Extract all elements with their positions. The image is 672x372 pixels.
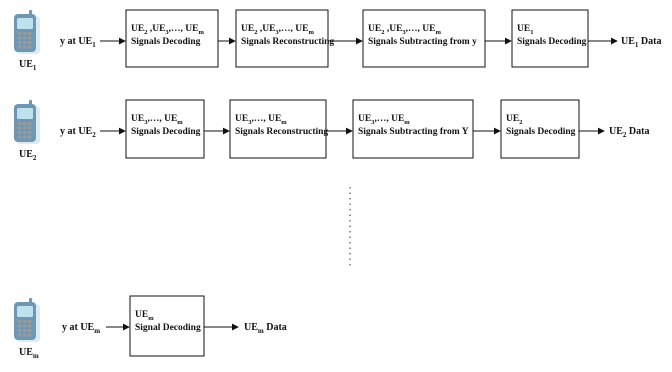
box-operation: Signals Subtracting from Y <box>358 127 469 137</box>
box-title: UE3,…, UEm <box>131 114 183 126</box>
input-label: y at UE2 <box>60 126 96 139</box>
mobile-phone-icon <box>14 10 40 54</box>
box-title: UE2 ,UE3,…, UEm <box>241 24 314 36</box>
output-label: UEm Data <box>244 322 287 335</box>
box-title: UEm <box>135 310 154 322</box>
box-operation: Signals Reconstructing <box>241 37 334 47</box>
box-operation: Signals Reconstructing <box>235 127 328 137</box>
device-label: UEm <box>19 347 39 360</box>
box-operation: Signal Decoding <box>135 323 201 333</box>
box-title: UE3,…, UEm <box>235 114 287 126</box>
box-operation: Signals Decoding <box>131 37 201 47</box>
mobile-phone-icon <box>14 298 40 342</box>
box-title: UE3,…, UEm <box>358 114 410 126</box>
input-label: y at UEm <box>62 322 100 335</box>
output-label: UE1 Data <box>621 36 661 49</box>
input-label: y at UE1 <box>60 36 96 49</box>
box-title: UE1 <box>517 24 533 36</box>
mobile-phone-icon <box>14 100 40 144</box>
device-label: UE1 <box>19 59 37 72</box>
box-operation: Signals Decoding <box>131 127 201 137</box>
box-operation: Signals Subtracting from y <box>368 37 477 47</box>
output-label: UE2 Data <box>609 126 649 139</box>
box-title: UE2 ,UE3,…, UEm <box>131 24 204 36</box>
device-label: UE2 <box>19 149 37 162</box>
box-title: UE2 <box>506 114 522 126</box>
box-operation: Signals Decoding <box>506 127 576 137</box>
box-title: UE2 ,UE3,…, UEm <box>368 24 441 36</box>
box-operation: Signals Decoding <box>517 37 587 47</box>
